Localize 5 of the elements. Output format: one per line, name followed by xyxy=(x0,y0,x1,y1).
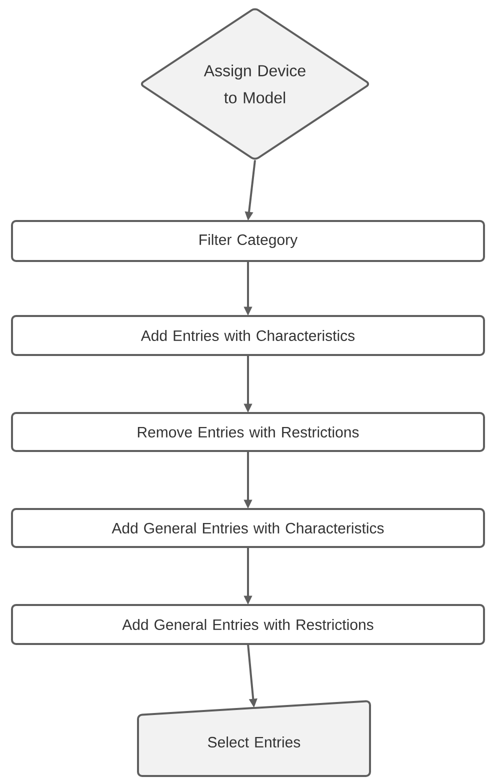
process-box: Add Entries with Characteristics xyxy=(11,315,485,356)
process-box: Remove Entries with Restrictions xyxy=(11,412,485,452)
process-box: Filter Category xyxy=(11,220,485,262)
process-box: Add General Entries with Characteristics xyxy=(11,508,485,548)
process-box: Add General Entries with Restrictions xyxy=(11,604,485,645)
